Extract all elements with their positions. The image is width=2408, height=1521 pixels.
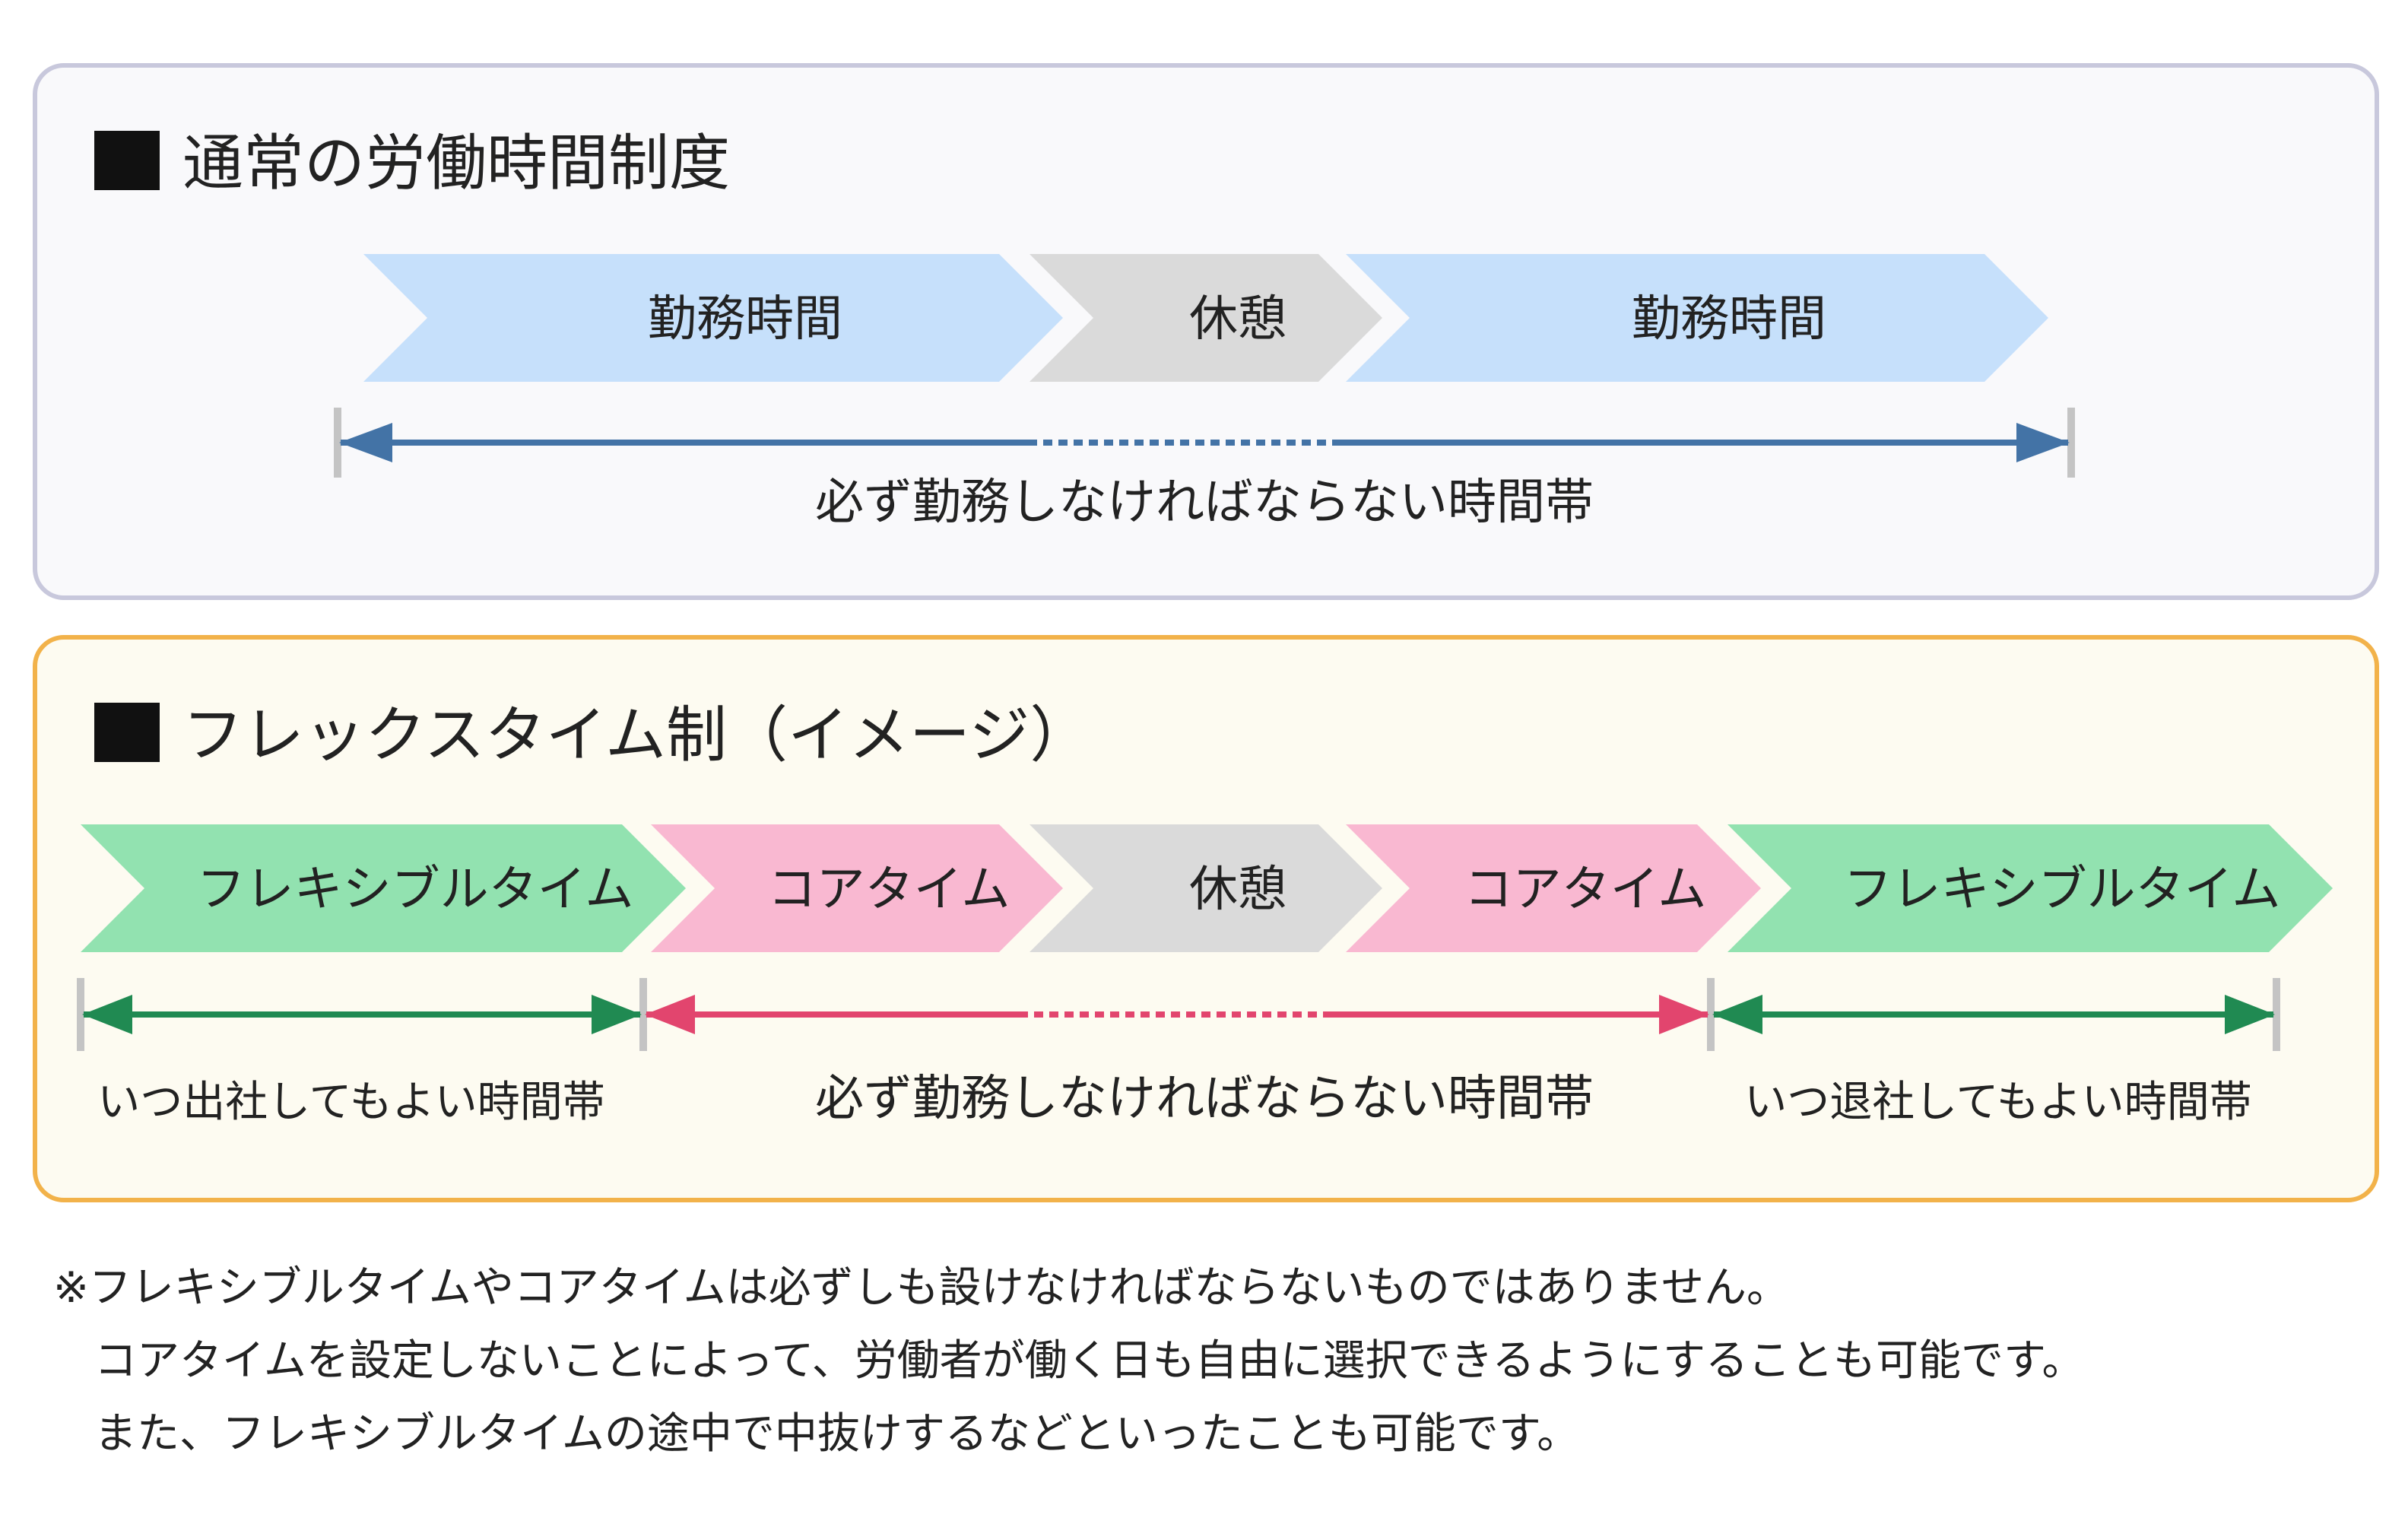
flex-span-start-arrowhead-right [592,995,642,1034]
normal-segment-3-label: 勤務時間 [1632,291,1826,348]
flex-span-end-arrowhead-left [1712,995,1762,1034]
normal-panel-title: 通常の労働時間制度 [182,128,730,198]
normal-span-label: 必ず勤務しなければならない時間帯 [815,475,1594,531]
flex-segment-4 [1346,824,1761,952]
flex-segment-3 [1030,824,1382,952]
flex-segment-4-label: コアタイム [1464,862,1707,918]
normal-segment-2 [1030,254,1382,382]
normal-segment-1-label: 勤務時間 [648,291,842,348]
note-line-3: また、フレキシブルタイムの途中で中抜けするなどといったことも可能です。 [94,1409,1579,1459]
flex-segment-2-label: コアタイム [768,862,1010,918]
flex-segment-5-label: フレキシブルタイム [1844,862,2281,918]
note-line-1: ※フレキシブルタイムやコアタイムは必ずしも設けなければならないものではありません… [53,1263,1789,1313]
normal-segment-3 [1346,254,2048,382]
flex-segment-1 [81,824,686,952]
note-line-2: コアタイムを設定しないことによって、労働者が働く日も自由に選択できるようにするこ… [94,1336,2084,1386]
flex-segment-3-label: 休憩 [1189,862,1286,918]
flex-span-core-arrowhead-left [645,995,695,1034]
flex-segment-2 [651,824,1063,952]
normal-span-arrowhead-left [339,423,392,462]
flex-span-arrows [77,978,2280,1051]
flex-span-label-start: いつ出社してもよい時間帯 [97,1078,605,1127]
normal-segment-2-label: 休憩 [1189,291,1286,348]
flex-segment-1-label: フレキシブルタイム [197,862,634,918]
flex-span-core-arrowhead-right [1659,995,1709,1034]
flex-title-square-icon [94,703,160,762]
normal-span-arrowhead-right [2016,423,2070,462]
flex-timeline: フレキシブルタイム コアタイム 休憩 コアタイム フレキシブルタイム [81,824,2333,952]
normal-title-square-icon [94,131,160,190]
flex-span-label-core: 必ず勤務しなければならない時間帯 [815,1071,1594,1127]
flex-span-label-end: いつ退社してもよい時間帯 [1744,1078,2252,1127]
normal-span-arrow [334,408,2075,478]
flex-span-start-arrowhead-left [82,995,132,1034]
normal-timeline: 勤務時間 休憩 勤務時間 [363,254,2048,382]
flex-segment-5 [1727,824,2333,952]
flex-panel-title: フレックスタイム制（イメージ） [182,700,1090,770]
normal-segment-1 [363,254,1063,382]
flex-span-end-arrowhead-right [2225,995,2275,1034]
